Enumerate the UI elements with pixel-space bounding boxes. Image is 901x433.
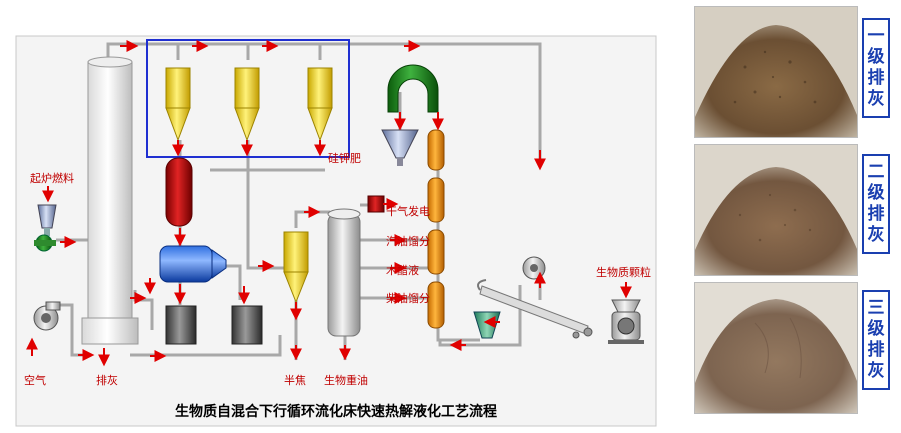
ash-pile-image (695, 145, 857, 275)
cyclone-3 (307, 67, 333, 142)
label-diesel-fraction: 柴油馏分 (386, 291, 430, 305)
label-third-stage-ash: 三级 排灰 (862, 290, 890, 390)
ash-photo-third-stage (694, 282, 858, 414)
condenser-stack (427, 129, 445, 329)
label-semi-coke: 半焦 (284, 373, 306, 387)
label-first-stage-ash: 一级 排灰 (862, 18, 890, 118)
ash-photo-second-stage (694, 144, 858, 276)
gray-tank-1 (165, 305, 197, 345)
label-wood-vinegar: 木醋液 (386, 263, 419, 277)
flow-arrows (26, 40, 632, 367)
label-gasoline-fraction: 汽油馏分 (386, 234, 430, 248)
gray-tank-2 (231, 305, 263, 345)
green-dome (387, 64, 439, 113)
ash-photo-first-stage (694, 6, 858, 138)
cyclone-4 (283, 231, 309, 304)
label-second-stage-ash: 二级 排灰 (862, 154, 890, 254)
label-biomass-pellets: 生物质颗粒 (596, 265, 651, 279)
label-air: 空气 (24, 373, 46, 387)
fractionation-column (327, 208, 361, 337)
ash-pile-image (695, 283, 857, 413)
blue-horizontal-vessel (159, 245, 227, 283)
riser-column (81, 56, 139, 345)
fuel-hopper (37, 204, 57, 236)
gas-compressor (367, 195, 385, 213)
ash-pile-image (695, 7, 857, 137)
label-bio-heavy-oil: 生物重油 (324, 373, 368, 387)
diagram-caption: 生物质自混合下行循环流化床快速热解液化工艺流程 (175, 403, 497, 420)
label-dry-gas-power: 干气发电 (386, 204, 430, 218)
screw-conveyor (477, 279, 593, 339)
red-vessel (165, 157, 193, 227)
cyclone-group-box (146, 39, 350, 158)
label-startup-fuel: 起炉燃料 (30, 171, 74, 185)
cyclone-2 (234, 67, 260, 142)
cyclone-1 (165, 67, 191, 142)
air-blower (33, 301, 61, 331)
feed-pump (34, 234, 56, 252)
label-ash-out: 排灰 (96, 373, 118, 387)
label-silicon-fertilizer: 硅钾肥 (328, 151, 361, 165)
process-flow-diagram: 起炉燃料 空气 排灰 硅钾肥 干气发电 汽油馏分 木醋液 柴油馏分 半焦 生物重… (15, 35, 657, 427)
fertilizer-hopper (381, 129, 419, 166)
pellet-feeder (608, 299, 644, 344)
pellet-fan (522, 256, 546, 280)
